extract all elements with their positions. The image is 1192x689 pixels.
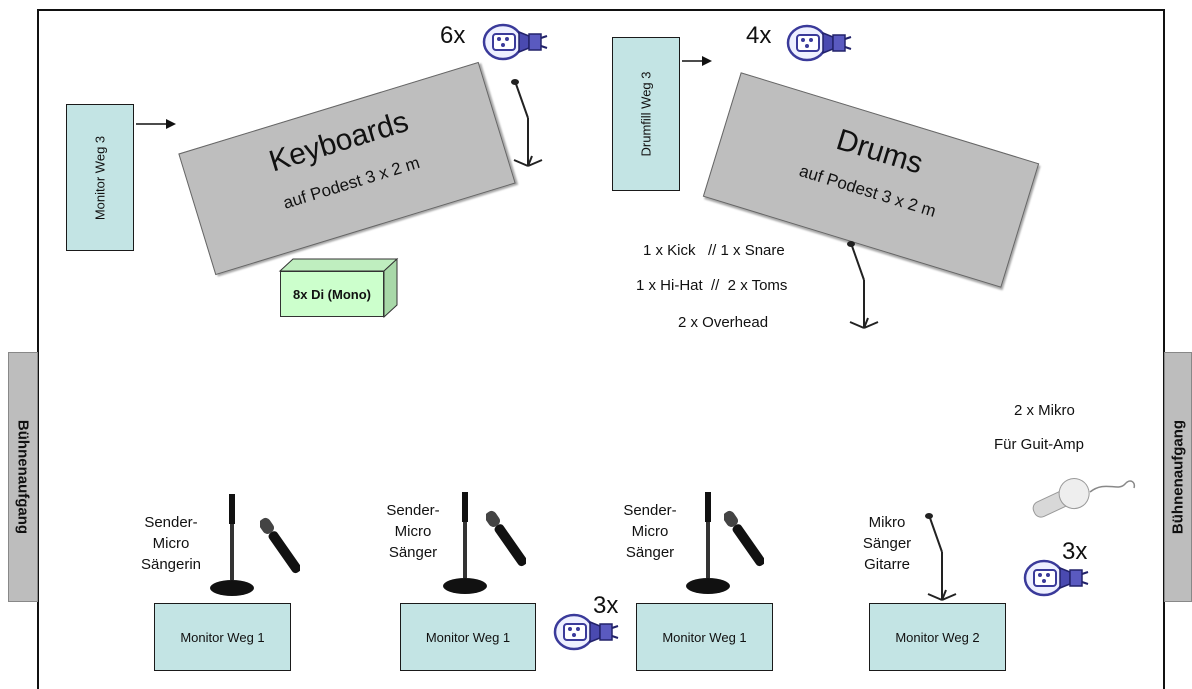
- vocal-mic-label-4-line1: Mikro: [868, 514, 906, 531]
- monitor-front-4: Monitor Weg 2: [869, 603, 1006, 671]
- monitor-drumfill: Drumfill Weg 3: [612, 37, 680, 191]
- xlr-connector-icon: [481, 22, 551, 62]
- multicore-count-drums: 4x: [746, 22, 772, 49]
- drum-mics-line3: 2 x Overhead: [678, 314, 769, 331]
- monitor-front-3: Monitor Weg 1: [636, 603, 773, 671]
- vocal-mic-label-2-line3: Sänger: [388, 544, 438, 561]
- mic-stand-icon: [508, 78, 548, 168]
- desk-mic-stand-icon: [207, 492, 257, 602]
- monitor-front-4-label: Monitor Weg 2: [895, 629, 980, 645]
- monitor-front-1: Monitor Weg 1: [154, 603, 291, 671]
- guitar-amp-line2: Für Guit-Amp: [994, 436, 1085, 453]
- monitor-front-2-label: Monitor Weg 1: [425, 629, 511, 645]
- mic-stand-icon: [922, 512, 962, 602]
- arrow-right-icon: [136, 119, 176, 129]
- monitor-drumfill-label: Drumfill Weg 3: [638, 71, 654, 157]
- vocal-mic-label-1-line3: Sängerin: [140, 556, 202, 573]
- vocal-mic-label-1-line2: Micro: [152, 535, 190, 552]
- stage-entrance-right: Bühnenaufgang: [1164, 352, 1192, 602]
- vocal-mic-label-2: Sender- Micro Sänger: [378, 500, 448, 563]
- vocal-mic-label-4-line3: Gitarre: [864, 556, 910, 573]
- vocal-mic-label-3-line3: Sänger: [625, 544, 675, 561]
- xlr-connector-icon: [785, 23, 855, 63]
- vocal-mic-label-4-line2: Sänger: [862, 535, 912, 552]
- wireless-mic-icon: [486, 505, 526, 575]
- stage-entrance-left-label: Bühnenaufgang: [14, 419, 32, 535]
- vocal-mic-label-1: Sender- Micro Sängerin: [133, 512, 209, 575]
- di-box: 8x Di (Mono): [278, 257, 399, 319]
- multicore-count-center: 3x: [593, 592, 619, 619]
- drum-mics-line1: 1 x Kick // 1 x Snare: [643, 242, 785, 259]
- di-box-shape: [278, 257, 399, 319]
- vocal-mic-label-2-line1: Sender-: [386, 502, 440, 519]
- monitor-front-3-label: Monitor Weg 1: [662, 629, 747, 645]
- multicore-count-keyboards: 6x: [440, 22, 466, 49]
- monitor-keys-side: Monitor Weg 3: [66, 104, 134, 251]
- monitor-keys-side-label: Monitor Weg 3: [92, 135, 108, 220]
- vocal-mic-label-3-line2: Micro: [631, 523, 669, 540]
- desk-mic-stand-icon: [440, 490, 490, 600]
- vocal-mic-label-1-line1: Sender-: [144, 514, 198, 531]
- di-box-label: 8x Di (Mono): [280, 271, 384, 317]
- stage-entrance-left: Bühnenaufgang: [8, 352, 38, 602]
- vocal-mic-label-3: Sender- Micro Sänger: [615, 500, 685, 563]
- multicore-count-right: 3x: [1062, 538, 1088, 565]
- monitor-front-2: Monitor Weg 1: [400, 603, 536, 671]
- stage-outline: [37, 9, 1165, 689]
- wired-mic-icon: [1032, 478, 1136, 518]
- stage-entrance-right-label: Bühnenaufgang: [1169, 419, 1187, 535]
- wireless-mic-icon: [724, 505, 764, 575]
- drum-mics-line2: 1 x Hi-Hat // 2 x Toms: [636, 277, 788, 294]
- vocal-mic-label-3-line1: Sender-: [623, 502, 677, 519]
- wireless-mic-icon: [260, 512, 300, 582]
- vocal-mic-label-4: Mikro Sänger Gitarre: [855, 512, 919, 575]
- vocal-mic-label-2-line2: Micro: [394, 523, 432, 540]
- guitar-amp-line1: 2 x Mikro: [1014, 402, 1075, 419]
- xlr-connector-icon: [1022, 558, 1092, 598]
- xlr-connector-icon: [552, 612, 622, 652]
- mic-stand-icon: [844, 240, 884, 330]
- arrow-right-icon: [682, 56, 712, 66]
- monitor-front-1-label: Monitor Weg 1: [180, 629, 265, 645]
